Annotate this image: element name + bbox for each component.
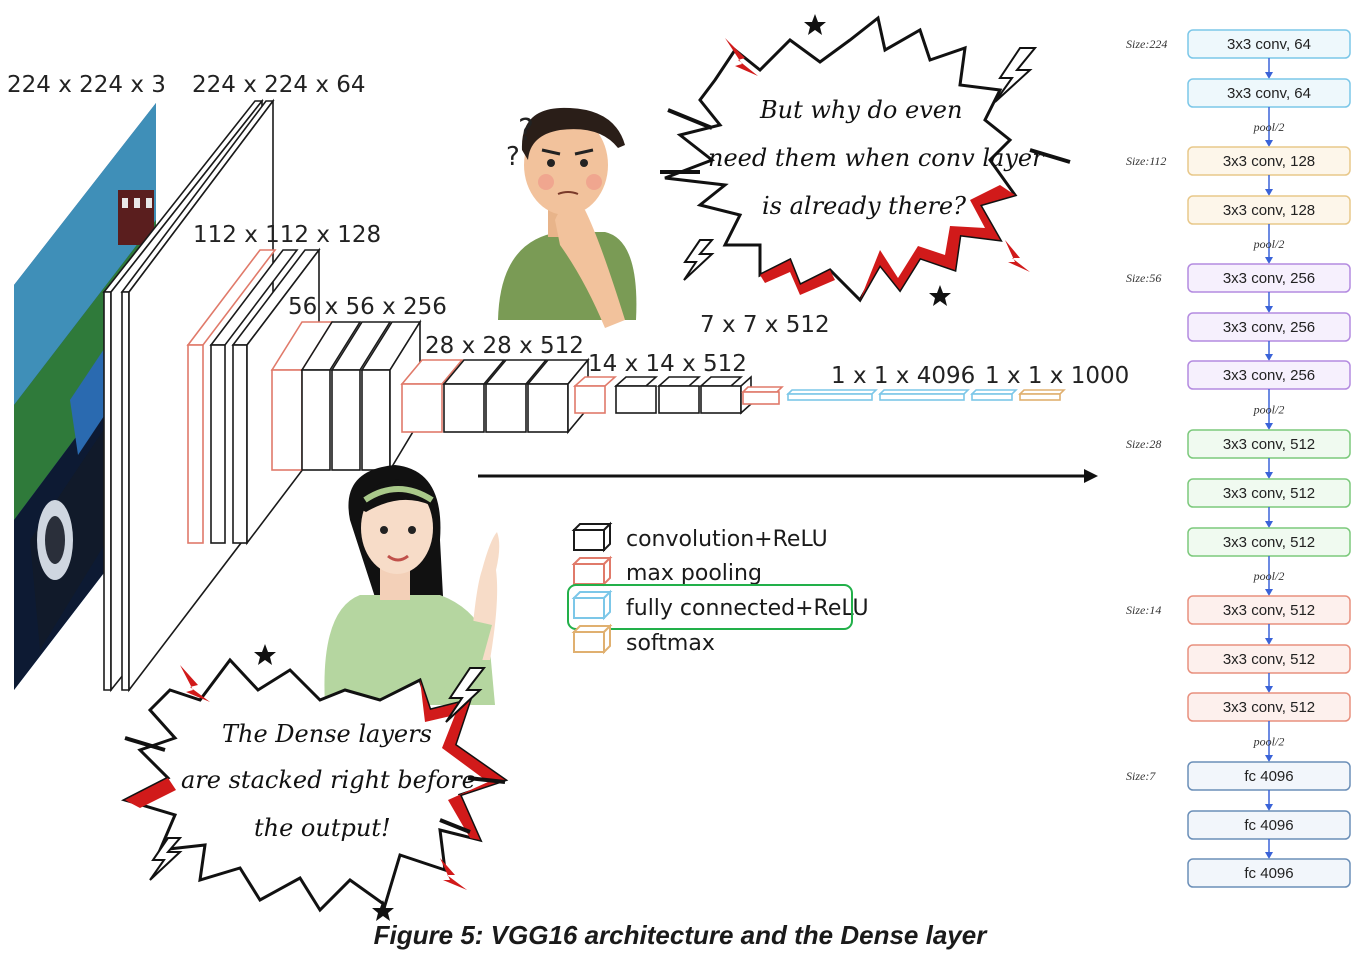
pool5-block xyxy=(741,386,784,405)
pool-label: pool/2 xyxy=(1253,120,1285,134)
stack-arrowhead xyxy=(1265,686,1273,693)
pool-label: pool/2 xyxy=(1253,403,1285,417)
stack-layer-label: 3x3 conv, 64 xyxy=(1227,85,1311,102)
dim-input: 224 x 224 x 3 xyxy=(7,72,166,98)
legend-item-softmax: softmax xyxy=(571,623,715,656)
dim-out: 1 x 1 x 1000 xyxy=(985,363,1129,389)
lightning-icon xyxy=(725,38,758,76)
stack-arrowhead xyxy=(1265,354,1273,361)
pool-label: pool/2 xyxy=(1253,735,1285,749)
stack-arrowhead xyxy=(1265,257,1273,264)
stack-layer-label: 3x3 conv, 512 xyxy=(1223,602,1315,619)
legend: convolution+ReLU max pooling fully conne… xyxy=(567,521,869,656)
stack-layer-label: 3x3 conv, 512 xyxy=(1223,436,1315,453)
stack-arrowhead xyxy=(1265,852,1273,859)
lightning-icon xyxy=(149,837,183,881)
lightning-icon xyxy=(994,47,1038,103)
answer-line-2: are stacked right before xyxy=(181,766,476,794)
stack-layer-label: 3x3 conv, 512 xyxy=(1223,699,1315,716)
thinking-man-illustration: ? ? xyxy=(498,107,637,328)
stack-layer-label: 3x3 conv, 256 xyxy=(1223,319,1315,336)
size-label: Size:14 xyxy=(1126,603,1161,617)
stack-arrowhead xyxy=(1265,140,1273,147)
answer-line-1: The Dense layers xyxy=(222,720,432,748)
stack-layer-label: 3x3 conv, 256 xyxy=(1223,270,1315,287)
burst-lines xyxy=(124,736,506,834)
pool-label: pool/2 xyxy=(1253,237,1285,251)
question-line-3: is already there? xyxy=(762,192,966,220)
legend-label-fc: fully connected+ReLU xyxy=(626,596,869,621)
stack-arrowhead xyxy=(1265,589,1273,596)
stack-arrowhead xyxy=(1265,472,1273,479)
star-icon xyxy=(804,14,826,35)
stack-layer-label: 3x3 conv, 512 xyxy=(1223,485,1315,502)
stack-arrowhead xyxy=(1265,72,1273,79)
dim-conv5: 14 x 14 x 512 xyxy=(588,351,747,377)
vgg16-layer-stack: 3x3 conv, 64 3x3 conv, 64 pool/2 3x3 conv, … xyxy=(1126,29,1351,888)
lightning-icon xyxy=(180,665,210,702)
dim-conv1: 224 x 224 x 64 xyxy=(192,72,366,98)
legend-item-maxpool: max pooling xyxy=(571,555,762,587)
stack-arrowhead xyxy=(1265,306,1273,313)
burst-lines xyxy=(660,108,1071,174)
conv5-block xyxy=(572,375,752,415)
stack-layer-label: 3x3 conv, 256 xyxy=(1223,367,1315,384)
stack-layer-box xyxy=(1187,858,1351,888)
dim-pool5: 7 x 7 x 512 xyxy=(700,312,830,338)
dim-conv4: 28 x 28 x 512 xyxy=(425,333,584,359)
legend-label-softmax: softmax xyxy=(626,631,715,656)
woman-illustration xyxy=(324,465,500,705)
lightning-icon xyxy=(1005,240,1030,272)
stack-arrowhead xyxy=(1265,521,1273,528)
answer-line-3: the output! xyxy=(254,814,391,842)
stack-arrowhead xyxy=(1265,804,1273,811)
stack-layer-label: 3x3 conv, 128 xyxy=(1223,153,1315,170)
softmax-layer xyxy=(1018,389,1066,401)
star-icon xyxy=(254,644,276,665)
conv4-block xyxy=(400,357,590,435)
legend-label-maxpool: max pooling xyxy=(626,561,762,586)
pool-label: pool/2 xyxy=(1253,569,1285,583)
fc-layers xyxy=(786,389,1018,401)
size-label: Size:224 xyxy=(1126,37,1167,51)
dim-conv2: 112 x 112 x 128 xyxy=(193,222,381,248)
star-icon xyxy=(372,900,394,921)
question-line-1: But why do even xyxy=(759,96,962,124)
dim-fc: 1 x 1 x 4096 xyxy=(831,363,975,389)
stack-layer-label: fc 4096 xyxy=(1244,817,1293,834)
question-bubble: But why do even need them when conv laye… xyxy=(660,14,1071,306)
legend-item-fc: fully connected+ReLU xyxy=(567,584,869,630)
stack-arrowhead xyxy=(1265,189,1273,196)
legend-label-conv: convolution+ReLU xyxy=(626,527,828,552)
stack-arrowhead xyxy=(1265,423,1273,430)
svg-text:?: ? xyxy=(506,142,520,172)
stack-arrowhead xyxy=(1265,755,1273,762)
stack-layer-label: fc 4096 xyxy=(1244,865,1293,882)
stack-layer-label: 3x3 conv, 64 xyxy=(1227,36,1311,53)
stack-layer-label: 3x3 conv, 512 xyxy=(1223,651,1315,668)
size-label: Size:112 xyxy=(1126,154,1166,168)
stack-layer-label: 3x3 conv, 512 xyxy=(1223,534,1315,551)
answer-bubble: The Dense layers are stacked right befor… xyxy=(120,644,509,921)
lightning-icon xyxy=(445,667,487,723)
flow-arrow xyxy=(478,469,1098,483)
figure-caption: Figure 5: VGG16 architecture and the Den… xyxy=(373,920,987,950)
lightning-icon xyxy=(683,239,715,281)
question-line-2: need them when conv layer xyxy=(708,144,1045,172)
stack-layer-label: 3x3 conv, 128 xyxy=(1223,202,1315,219)
stack-arrowhead xyxy=(1265,638,1273,645)
star-icon xyxy=(929,285,951,306)
lightning-icon xyxy=(440,858,467,890)
highlight-box xyxy=(567,584,853,630)
legend-item-conv: convolution+ReLU xyxy=(571,521,828,553)
stack-layer-label: fc 4096 xyxy=(1244,768,1293,785)
size-label: Size:28 xyxy=(1126,437,1161,451)
size-label: Size:56 xyxy=(1126,271,1161,285)
size-label: Size:7 xyxy=(1126,769,1156,783)
dim-conv3: 56 x 56 x 256 xyxy=(288,294,447,320)
conv3-block xyxy=(270,319,422,473)
svg-text:?: ? xyxy=(518,113,534,148)
